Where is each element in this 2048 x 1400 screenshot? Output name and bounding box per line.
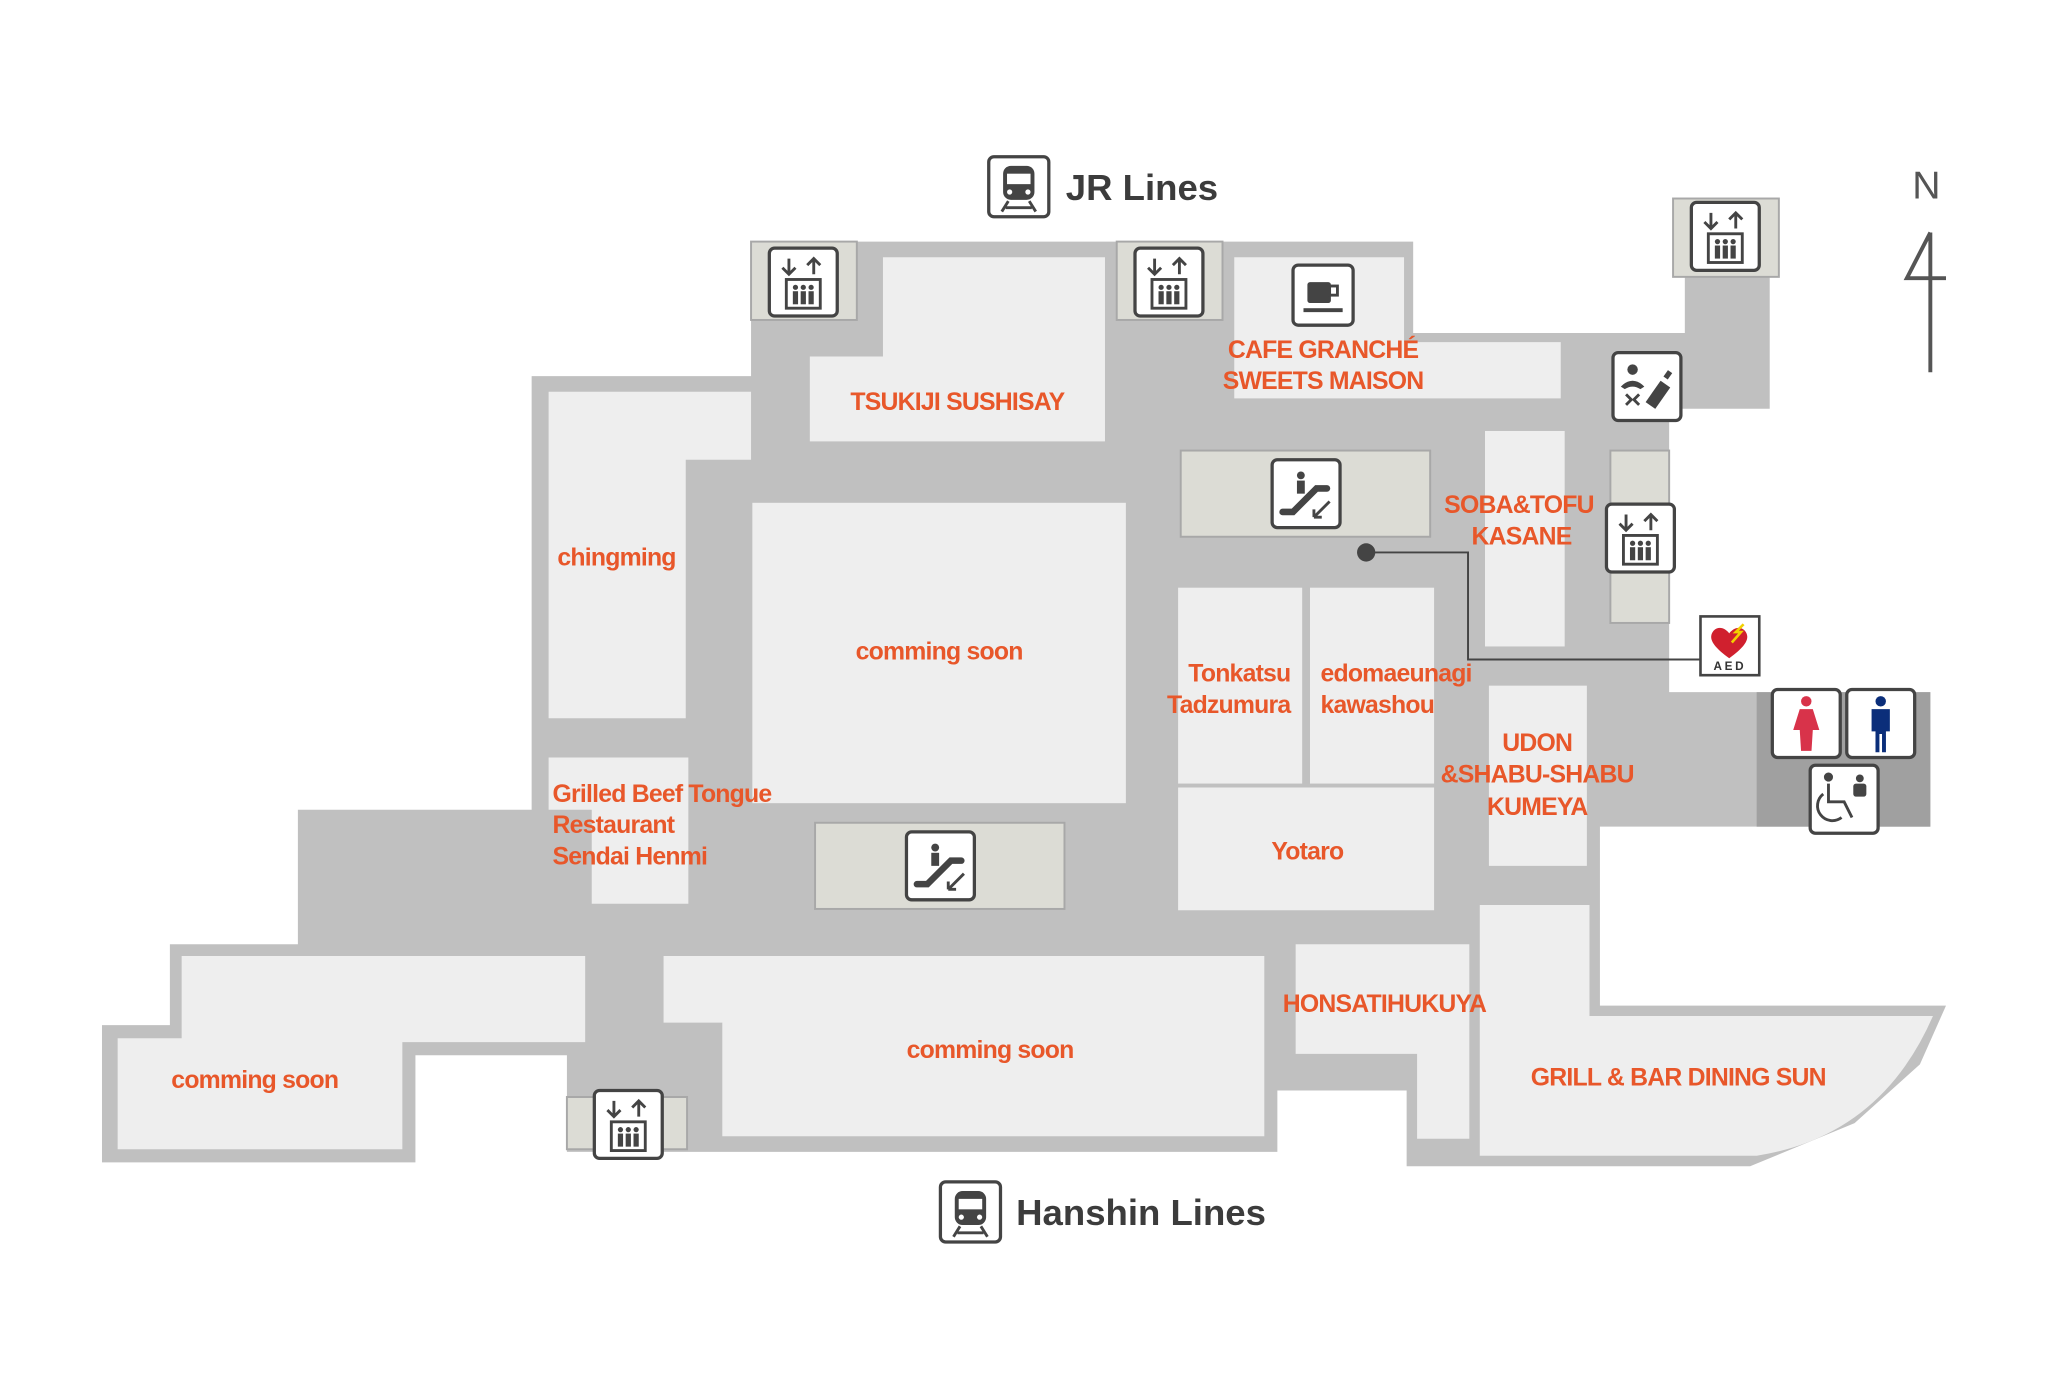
shop-center-soon[interactable] bbox=[752, 502, 1126, 804]
jr-train-icon bbox=[987, 155, 1051, 219]
elevator-icon[interactable] bbox=[1689, 200, 1761, 272]
label-edomae-2: kawashou bbox=[1320, 692, 1434, 719]
escalator-icon[interactable] bbox=[1272, 460, 1340, 528]
label-chingming: chingming bbox=[557, 544, 675, 571]
label-center-soon: comming soon bbox=[856, 639, 1023, 666]
shop-tsukiji[interactable] bbox=[809, 257, 1105, 442]
jr-lines-label[interactable]: JR Lines bbox=[1066, 167, 1218, 208]
north-label: N bbox=[1912, 165, 1940, 208]
label-udon-3: KUMEYA bbox=[1487, 794, 1588, 821]
hanshin-train-icon bbox=[938, 1180, 1003, 1244]
label-udon-1: UDON bbox=[1502, 730, 1572, 757]
label-cafe-1: CAFE GRANCHÉ bbox=[1228, 336, 1419, 364]
elevator-icon[interactable] bbox=[1604, 502, 1677, 574]
label-beef-2: Restaurant bbox=[553, 812, 675, 839]
elevator-icon[interactable] bbox=[592, 1088, 664, 1161]
label-yotaro: Yotaro bbox=[1271, 838, 1344, 865]
shop-left-soon[interactable] bbox=[117, 955, 586, 1150]
label-tsukiji: TSUKIJI SUSHISAY bbox=[850, 389, 1065, 416]
label-cafe-2: SWEETS MAISON bbox=[1223, 368, 1424, 395]
womens-restroom-icon[interactable] bbox=[1770, 687, 1842, 760]
label-grill: GRILL & BAR DINING SUN bbox=[1531, 1064, 1826, 1091]
escalator-icon[interactable] bbox=[906, 832, 974, 900]
shop-soba[interactable] bbox=[1485, 430, 1565, 647]
label-honsatihukuya: HONSATIHUKUYA bbox=[1283, 991, 1487, 1018]
shop-edomae[interactable] bbox=[1310, 587, 1435, 784]
north-arrow-icon bbox=[1903, 231, 1947, 373]
label-left-soon: comming soon bbox=[171, 1067, 338, 1094]
shop-chingming[interactable] bbox=[548, 391, 752, 719]
label-tonkatsu-2: Tadzumura bbox=[1167, 692, 1291, 719]
shop-honsatihukuya[interactable] bbox=[1295, 944, 1470, 1139]
shop-bottom-soon[interactable] bbox=[663, 955, 1265, 1137]
accessible-restroom-icon[interactable] bbox=[1808, 763, 1880, 835]
cafe-cup-icon bbox=[1291, 263, 1355, 327]
label-tonkatsu-1: Tonkatsu bbox=[1188, 661, 1290, 688]
label-beef-3: Sendai Henmi bbox=[553, 844, 708, 871]
label-udon-2: &SHABU-SHABU bbox=[1441, 761, 1634, 788]
elevator-icon[interactable] bbox=[1133, 246, 1205, 318]
mens-restroom-icon[interactable] bbox=[1845, 687, 1917, 760]
label-soba-2: KASANE bbox=[1472, 524, 1572, 551]
elevator-icon[interactable] bbox=[767, 246, 839, 318]
shop-udon[interactable] bbox=[1488, 685, 1587, 866]
shop-yotaro[interactable] bbox=[1178, 787, 1435, 911]
aed-label: AED bbox=[1714, 660, 1747, 673]
shop-grill[interactable] bbox=[1479, 905, 1933, 1156]
label-bottom-soon: comming soon bbox=[907, 1037, 1074, 1064]
shop-tonkatsu[interactable] bbox=[1178, 587, 1303, 784]
shop-grilled-beef[interactable] bbox=[548, 757, 689, 904]
label-edomae-1: edomaeunagi bbox=[1320, 661, 1471, 688]
baby-care-icon[interactable] bbox=[1611, 350, 1683, 423]
aed-icon[interactable]: AED bbox=[1699, 615, 1761, 677]
aed-leader-line bbox=[1366, 551, 1701, 661]
label-soba-1: SOBA&TOFU bbox=[1444, 492, 1594, 519]
hanshin-lines-label[interactable]: Hanshin Lines bbox=[1016, 1192, 1266, 1233]
label-beef-1: Grilled Beef Tongue bbox=[553, 781, 772, 808]
